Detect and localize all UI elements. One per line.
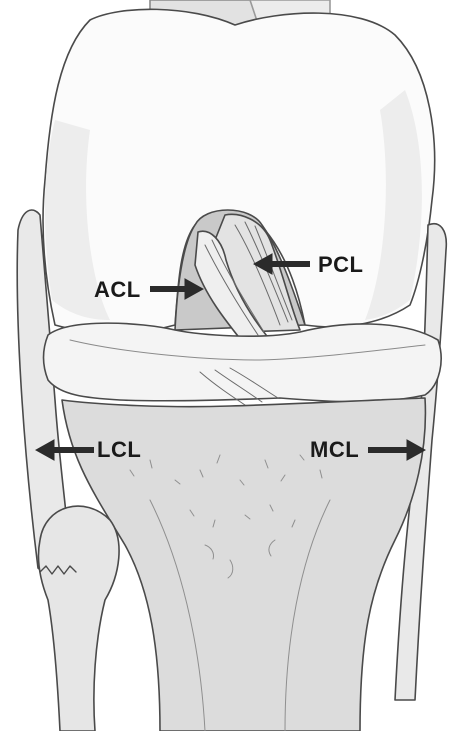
lcl-label: LCL [97,439,141,461]
acl-label: ACL [94,279,141,301]
fibula [38,506,119,731]
pcl-label: PCL [318,254,364,276]
mcl-label: MCL [310,439,359,461]
